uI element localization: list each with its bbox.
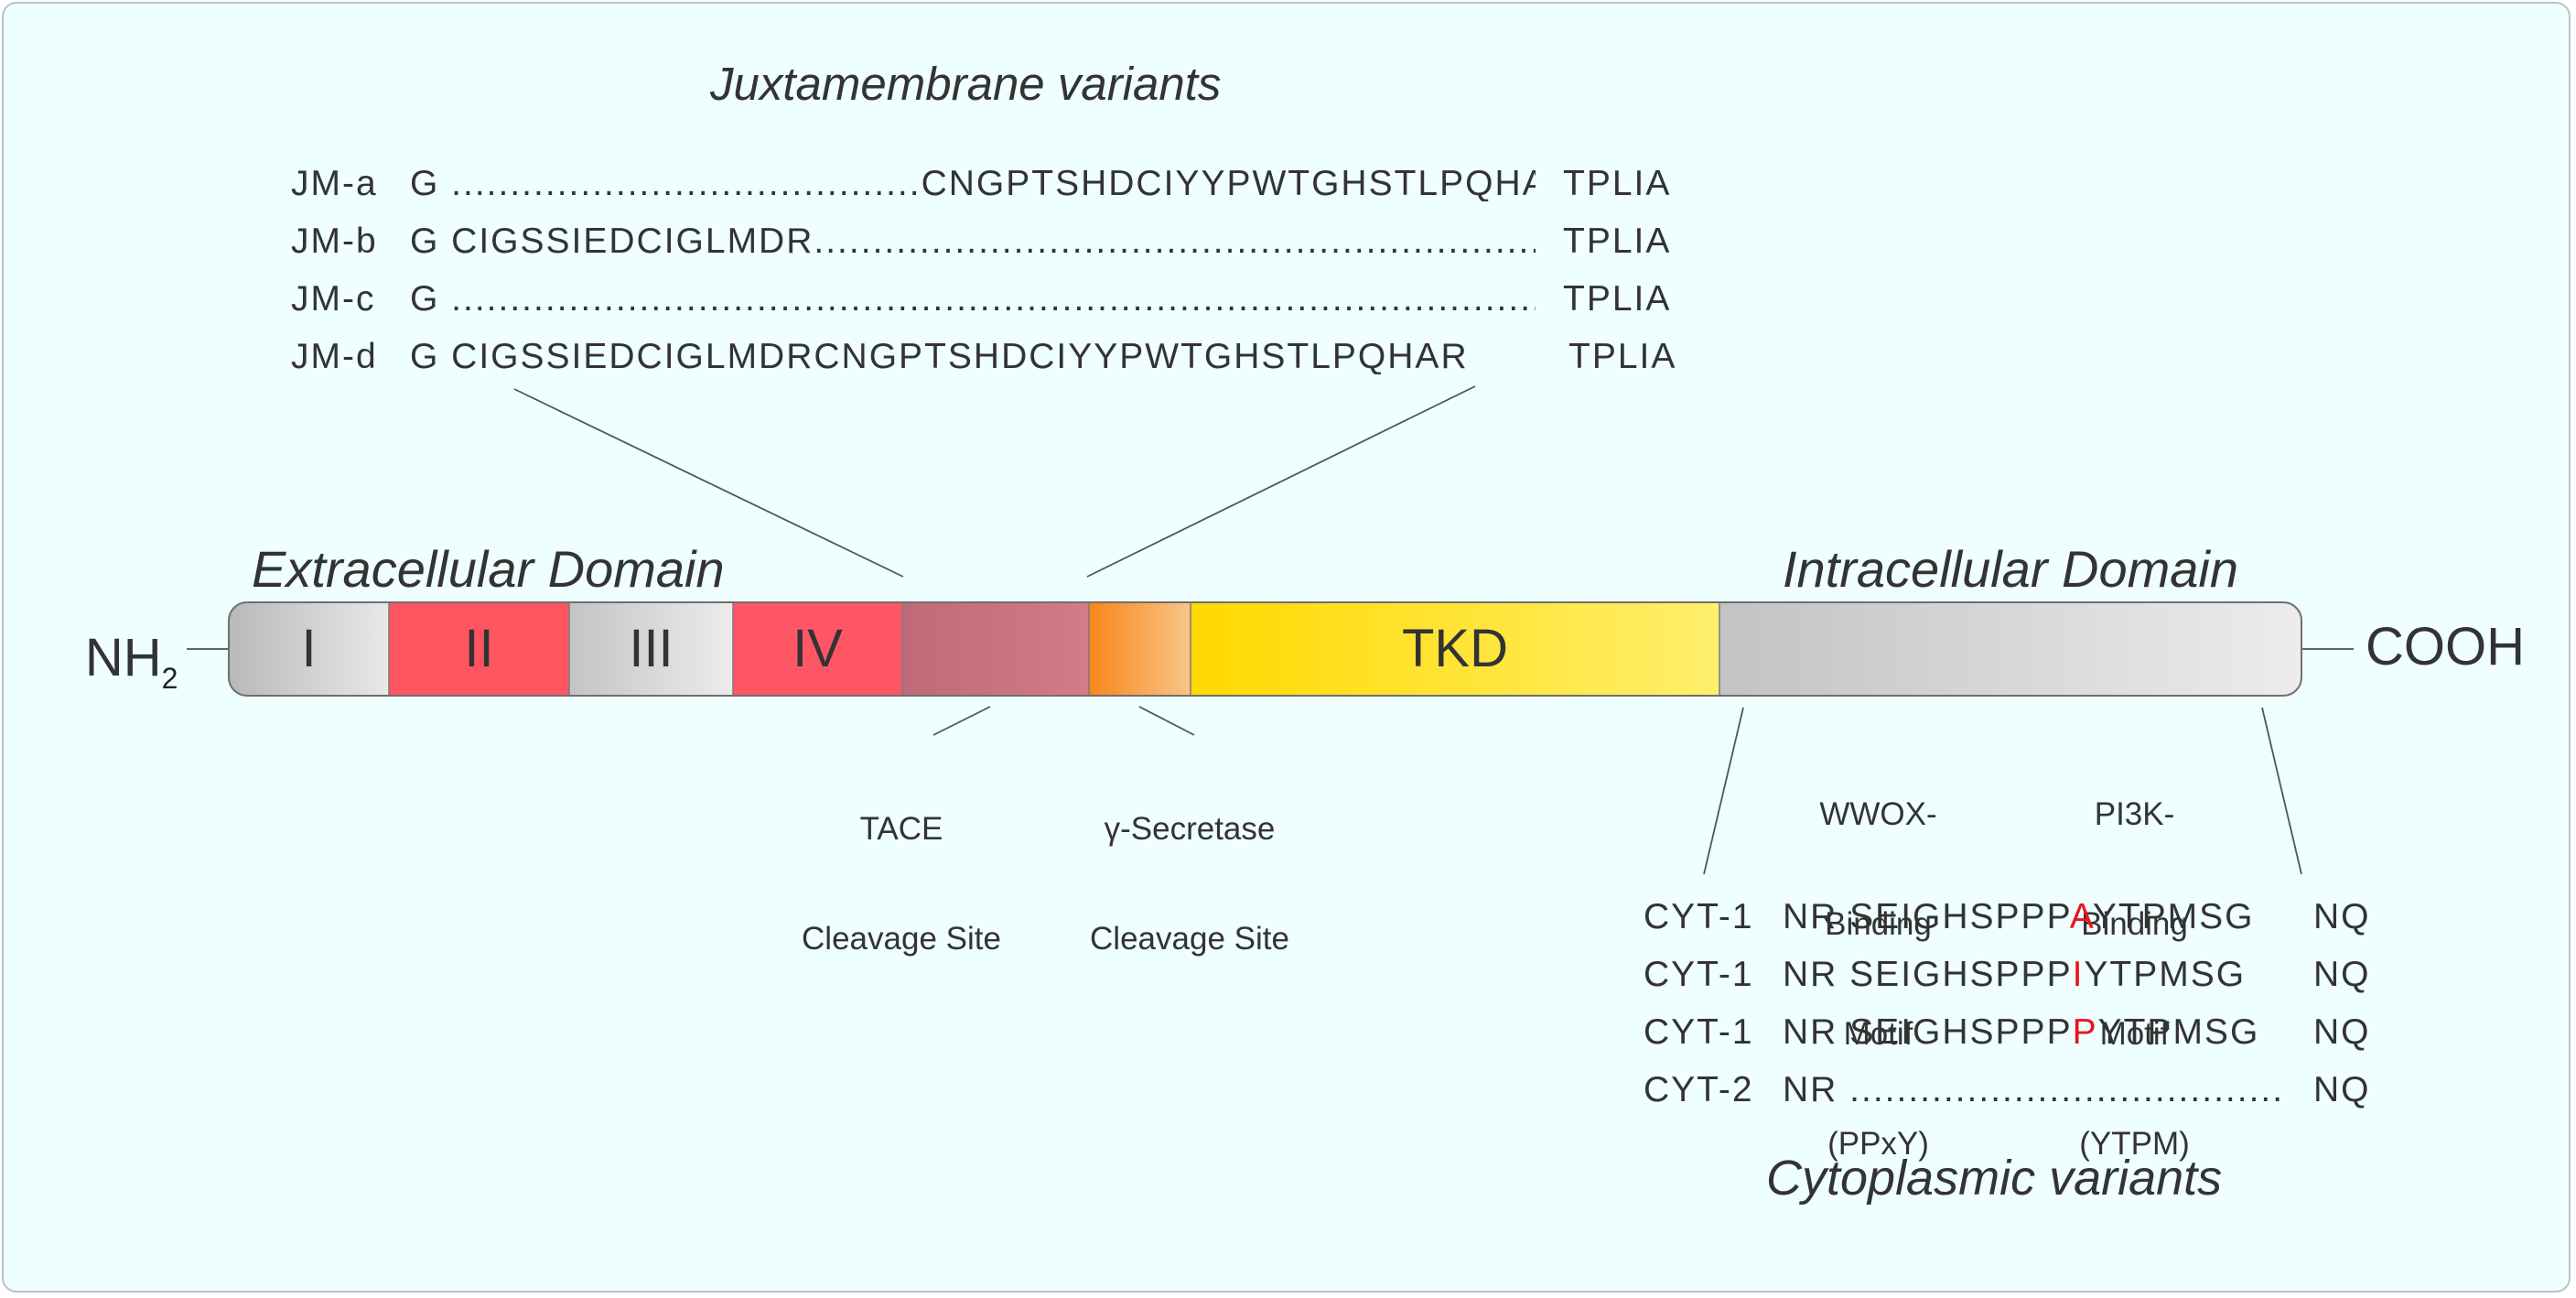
cytoplasmic-title: Cytoplasmic variants	[1766, 1151, 2223, 1206]
cyt-variant-name: CYT-1	[1644, 1012, 1754, 1052]
domain-i	[229, 602, 389, 696]
cyt-variant-name: CYT-2	[1644, 1070, 1754, 1109]
cyt-variant-end: NQ	[2313, 955, 2371, 994]
cyt-variant-name: CYT-1	[1644, 955, 1754, 994]
cyt-variant-seq: NR SEIGHSPPPAYTPMSG	[1783, 897, 2255, 936]
n-terminus-subscript: 2	[161, 662, 178, 695]
jm-variant-seq: G CIGSSIEDCIGLMDRCNGPTSHDCIYYPWTGHSTLPQH…	[410, 339, 1469, 374]
domain-iv	[733, 602, 902, 696]
jm-variant-end: TPLIA	[1563, 164, 1672, 203]
jm-variant-seq: G CIGSSIEDCIGLMDR.......................…	[410, 223, 1536, 259]
intracellular-title: Intracellular Domain	[1783, 540, 2238, 598]
domain-i-label: I	[301, 619, 317, 678]
cyt-variant-end: NQ	[2313, 1070, 2371, 1109]
mutation-residue: I	[2072, 955, 2085, 994]
tkd-label: TKD	[1402, 619, 1508, 678]
cyt-variant-seq: NR SEIGHSPPPPYTPMSG	[1783, 1012, 2260, 1052]
gamma-secretase-cleavage-label: γ-Secretase Cleavage Site	[1090, 811, 1289, 957]
jm-zoom-line-right	[1086, 385, 1476, 578]
gamma-pointer-line	[1138, 706, 1195, 736]
cyt-variant-end: NQ	[2313, 897, 2371, 936]
cyt-variant-seq: NR .....................................…	[1783, 1072, 2286, 1108]
domain-iv-label: IV	[792, 619, 843, 678]
juxtamembrane-title: Juxtamembrane variants	[710, 58, 1222, 110]
pi3k-binding-motif-label: PI3K- Binding Motif (YTPM)	[2079, 796, 2190, 1162]
tkd-segment	[1191, 602, 1719, 696]
jm-zoom-line-left	[513, 388, 904, 578]
domain-iii-label: III	[629, 619, 674, 678]
domain-iii	[569, 602, 733, 696]
jm-variant-end: TPLIA	[1563, 222, 1672, 261]
receptor-bar	[229, 602, 2301, 696]
c-terminus-label: COOH	[2366, 617, 2525, 676]
juxtamembrane-segment	[902, 602, 1089, 696]
jm-variant-end: TPLIA	[1563, 279, 1672, 319]
cytoplasmic-segment	[1719, 602, 2301, 696]
extracellular-title: Extracellular Domain	[252, 540, 725, 598]
cyt-variant-seq: NR SEIGHSPPPIYTPMSG	[1783, 955, 2247, 994]
jm-variant-name: JM-a	[291, 164, 378, 203]
mutation-residue: A	[2069, 897, 2093, 936]
wwox-binding-motif-label: WWOX- Binding Motif (PPxY)	[1819, 796, 1937, 1162]
cyt-zoom-line-right	[2261, 707, 2302, 875]
cyt-variant-end: NQ	[2313, 1012, 2371, 1052]
jm-variant-seq: G ......................................…	[410, 166, 1536, 201]
cyt-variant-name: CYT-1	[1644, 897, 1754, 936]
tace-pointer-line	[932, 706, 991, 736]
tace-cleavage-label: TACE Cleavage Site	[802, 811, 1001, 957]
transmembrane-segment	[1089, 602, 1191, 696]
domain-ii-label: II	[464, 619, 494, 678]
jm-variant-end: TPLIA	[1568, 337, 1677, 376]
cyt-zoom-line-left	[1703, 707, 1744, 875]
domain-ii	[389, 602, 569, 696]
jm-variant-seq: G ......................................…	[410, 281, 1536, 317]
n-terminus-label: NH2	[84, 628, 178, 696]
jm-variant-name: JM-b	[291, 222, 378, 261]
jm-variant-name: JM-c	[291, 279, 376, 319]
jm-variant-name: JM-d	[291, 337, 378, 376]
mutation-residue: P	[2072, 1012, 2098, 1052]
